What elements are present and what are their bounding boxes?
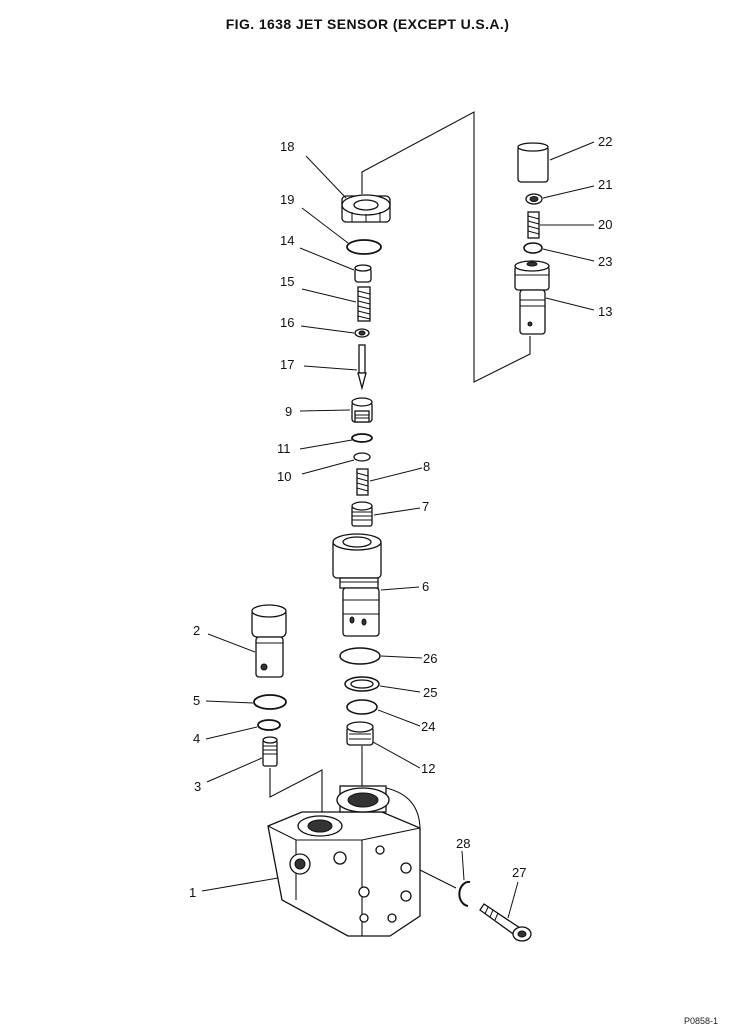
callout-12: 12 <box>421 761 435 776</box>
part-3-fitting <box>262 736 278 767</box>
callout-21: 21 <box>598 177 612 192</box>
drawing-code: P0858-1 <box>684 1016 719 1026</box>
part-28-snap-ring <box>458 880 471 907</box>
part-17-needle <box>357 344 367 391</box>
part-2-relief-plug <box>251 604 287 678</box>
callout-9: 9 <box>285 404 292 419</box>
callout-25: 25 <box>423 685 437 700</box>
part-18-nut <box>341 194 391 223</box>
callout-labels: 18 19 14 15 16 17 9 11 10 8 7 6 26 25 24… <box>189 134 612 900</box>
part-21-washer <box>525 193 543 205</box>
part-4-o-ring <box>257 719 281 731</box>
part-22-cap <box>517 142 549 183</box>
callout-1: 1 <box>189 885 196 900</box>
callout-18: 18 <box>280 139 294 154</box>
part-11-o-ring <box>351 433 373 443</box>
part-27-bolt <box>479 903 532 942</box>
assembly-path-3-1 <box>269 768 323 818</box>
callout-22: 22 <box>598 134 612 149</box>
callout-2: 2 <box>193 623 200 638</box>
callout-14: 14 <box>280 233 294 248</box>
callout-23: 23 <box>598 254 612 269</box>
part-14-cap <box>354 264 372 283</box>
part-8-spring <box>356 468 369 496</box>
callout-11: 11 <box>277 441 291 456</box>
callout-7: 7 <box>422 499 429 514</box>
part-15-spring <box>357 286 371 322</box>
part-24-o-ring <box>346 699 378 715</box>
part-23-o-ring <box>523 242 543 254</box>
part-1-body <box>267 785 421 937</box>
callout-5: 5 <box>193 693 200 708</box>
callout-24: 24 <box>421 719 435 734</box>
callout-13: 13 <box>598 304 612 319</box>
part-19-o-ring <box>346 239 382 255</box>
assembly-path-28-1 <box>419 869 457 889</box>
part-16-washer <box>354 328 370 338</box>
callout-26: 26 <box>423 651 437 666</box>
part-12-plug <box>346 721 374 746</box>
part-13-sensor-body <box>514 260 550 335</box>
callout-19: 19 <box>280 192 294 207</box>
callout-3: 3 <box>194 779 201 794</box>
part-9-plug <box>351 397 373 423</box>
part-20-spring <box>527 211 540 239</box>
callout-10: 10 <box>277 469 291 484</box>
callout-27: 27 <box>512 865 526 880</box>
part-10-o-ring <box>353 452 371 462</box>
callout-15: 15 <box>280 274 294 289</box>
part-5-o-ring <box>253 694 287 710</box>
part-25-backup-ring <box>344 676 380 692</box>
callout-17: 17 <box>280 357 294 372</box>
callout-8: 8 <box>423 459 430 474</box>
part-7-spool <box>351 501 373 527</box>
callout-6: 6 <box>422 579 429 594</box>
assembly-path-13-18 <box>361 111 531 383</box>
callout-16: 16 <box>280 315 294 330</box>
callout-28: 28 <box>456 836 470 851</box>
leader-lines <box>201 141 595 919</box>
callout-20: 20 <box>598 217 612 232</box>
callout-4: 4 <box>193 731 200 746</box>
part-6-valve-body <box>332 533 382 637</box>
part-26-o-ring <box>339 647 381 665</box>
figure-title: FIG. 1638 JET SENSOR (EXCEPT U.S.A.) <box>225 16 510 32</box>
